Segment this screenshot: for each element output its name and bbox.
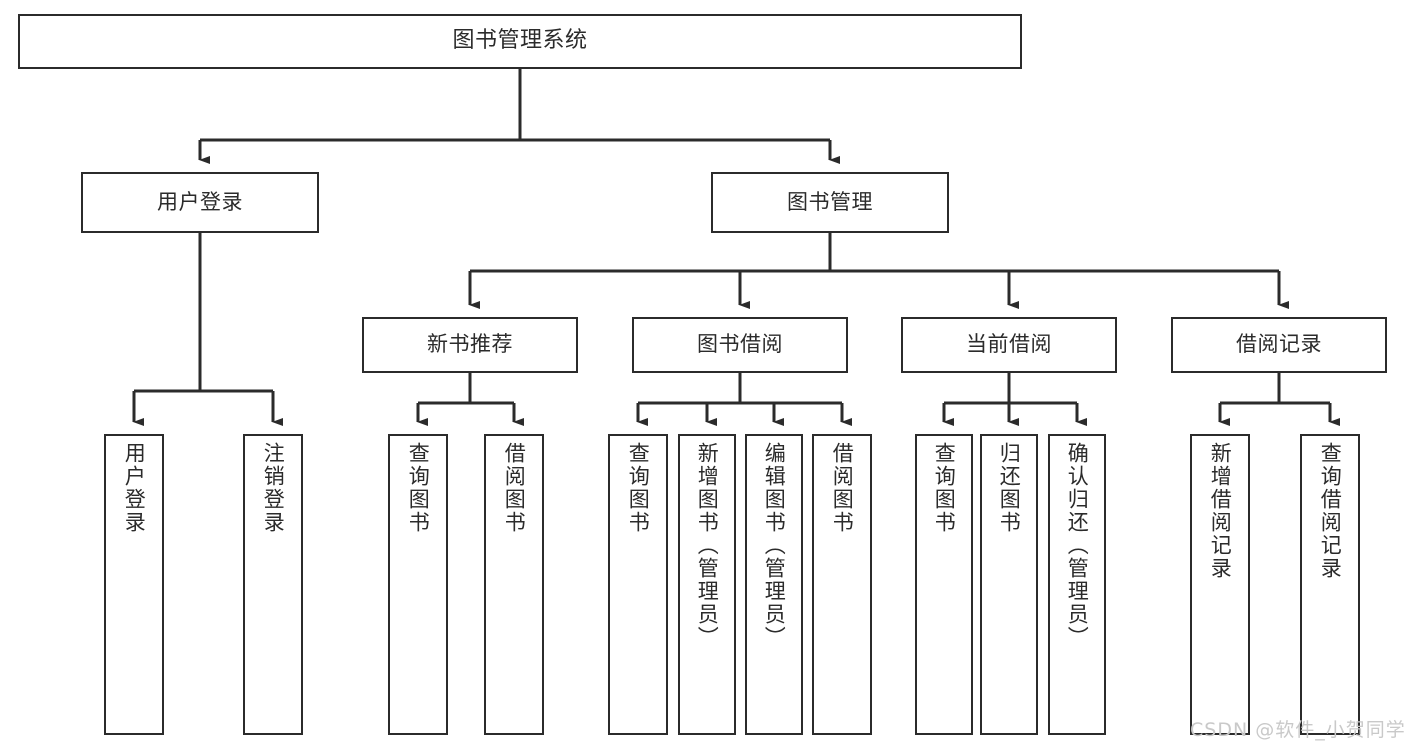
node-label: 借阅记录 (1236, 332, 1322, 357)
node-label: 查询图书 (626, 442, 651, 534)
node-label: 新增借阅记录 (1208, 442, 1233, 580)
node-new-book-recommend[interactable]: 新书推荐 (362, 317, 578, 373)
node-label: 确认归还（管理员） (1065, 442, 1090, 649)
node-leaf-confirm-return-admin[interactable]: 确认归还（管理员） (1048, 434, 1106, 735)
node-label: 图书管理 (787, 189, 873, 214)
node-leaf-user-login[interactable]: 用户登录 (104, 434, 164, 735)
node-leaf-add-borrow-record[interactable]: 新增借阅记录 (1190, 434, 1250, 735)
node-label: 借阅图书 (830, 442, 855, 534)
node-leaf-borrow-book-1[interactable]: 借阅图书 (484, 434, 544, 735)
node-label: 编辑图书（管理员） (762, 442, 787, 649)
node-leaf-borrow-book-2[interactable]: 借阅图书 (812, 434, 872, 735)
node-label: 新增图书（管理员） (695, 442, 720, 649)
node-leaf-edit-book-admin[interactable]: 编辑图书（管理员） (745, 434, 803, 735)
node-label: 查询图书 (932, 442, 957, 534)
node-label: 用户登录 (157, 189, 243, 214)
node-user-login[interactable]: 用户登录 (81, 172, 319, 233)
node-leaf-query-borrow-record[interactable]: 查询借阅记录 (1300, 434, 1360, 735)
node-label: 归还图书 (997, 442, 1022, 534)
node-borrow-record[interactable]: 借阅记录 (1171, 317, 1387, 373)
node-book-management[interactable]: 图书管理 (711, 172, 949, 233)
node-leaf-logout-login[interactable]: 注销登录 (243, 434, 303, 735)
node-label: 借阅图书 (502, 442, 527, 534)
node-current-borrow[interactable]: 当前借阅 (901, 317, 1117, 373)
node-label: 注销登录 (261, 442, 286, 534)
node-label: 新书推荐 (427, 332, 513, 357)
node-leaf-query-book-2[interactable]: 查询图书 (608, 434, 668, 735)
node-book-borrow[interactable]: 图书借阅 (632, 317, 848, 373)
node-label: 用户登录 (122, 442, 147, 534)
node-label: 图书借阅 (697, 332, 783, 357)
node-label: 查询图书 (406, 442, 431, 534)
node-leaf-return-book[interactable]: 归还图书 (980, 434, 1038, 735)
node-leaf-query-book-1[interactable]: 查询图书 (388, 434, 448, 735)
node-label: 查询借阅记录 (1318, 442, 1343, 580)
node-label: 当前借阅 (966, 332, 1052, 357)
node-leaf-query-book-3[interactable]: 查询图书 (915, 434, 973, 735)
node-book-management-system[interactable]: 图书管理系统 (18, 14, 1022, 69)
node-leaf-add-book-admin[interactable]: 新增图书（管理员） (678, 434, 736, 735)
node-label: 图书管理系统 (452, 28, 588, 54)
